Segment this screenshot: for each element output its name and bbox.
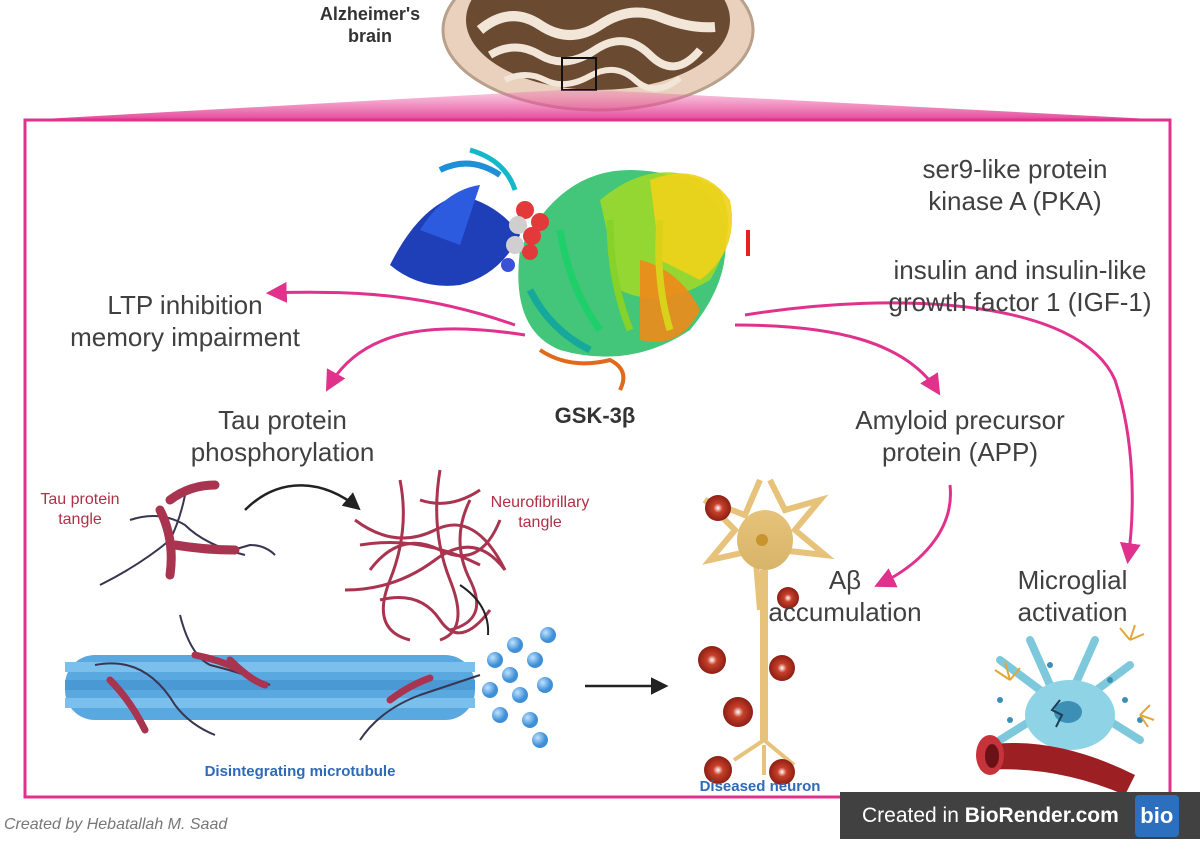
arrow-to-app	[734, 323, 941, 396]
gsk3b-structure	[390, 147, 732, 391]
tau-phosphorylation-label: Tau protein phosphorylation	[160, 405, 405, 468]
arrow-to-microglia	[744, 301, 1141, 565]
tubulin-fragments	[482, 627, 556, 748]
igf-label: insulin and insulin-like growth factor 1…	[862, 255, 1178, 318]
microglia-label: Microglial activation	[990, 565, 1155, 628]
zoom-funnel	[25, 90, 1170, 120]
author-credit: Created by Hebatallah M. Saad	[4, 816, 228, 833]
arrow-to-tau	[325, 327, 526, 392]
biorender-badge-text: Created in BioRender.com	[862, 804, 1119, 828]
neuron-label: Diseased neuron	[699, 778, 821, 795]
igf-label-line2: growth factor 1 (IGF-1)	[888, 286, 1152, 317]
app-label: Amyloid precursor protein (APP)	[825, 405, 1095, 468]
pka-label: ser9-like protein kinase A (PKA)	[880, 154, 1150, 217]
gsk3b-label: GSK-3β	[554, 403, 636, 428]
arrow-to-ltp	[265, 281, 516, 327]
abeta-label: Aβ accumulation	[755, 565, 935, 628]
arrow-to-abeta	[874, 484, 952, 588]
brain-section	[441, 0, 755, 112]
ltp-label-line1: LTP inhibition	[107, 290, 263, 320]
brain-label-line1: Alzheimer's	[319, 4, 421, 24]
main-frame	[23, 118, 1172, 799]
app-label-line1: Amyloid precursor	[855, 405, 1065, 435]
biorender-logo-icon: bio	[1134, 794, 1179, 837]
ltp-label: LTP inhibition memory impairment	[40, 290, 330, 353]
pka-label-line1: ser9-like protein	[922, 154, 1108, 184]
nft-label-line1: Neurofibrillary	[490, 494, 590, 511]
tau-tangle-label-line2: tangle	[58, 510, 102, 528]
brain-label: Alzheimer's brain	[300, 4, 440, 48]
ltp-label-line2: memory impairment	[70, 321, 300, 352]
microglia-label-line1: Microglial	[1017, 565, 1128, 595]
badge-brand: BioRender.com	[964, 803, 1119, 827]
tau-tangle-label-line1: Tau protein	[40, 491, 120, 508]
badge-prefix: Created in	[862, 803, 965, 827]
abeta-label-line1: Aβ	[828, 565, 862, 595]
tau-label-line1: Tau protein	[218, 405, 347, 435]
biorender-badge[interactable]: Created in BioRender.com bio	[840, 792, 1200, 839]
arrow-tau-to-nft	[244, 484, 361, 511]
microtubule-image	[65, 614, 481, 741]
tau-tangle-label: Tau protein tangle	[25, 490, 135, 529]
brain-label-line2: brain	[347, 25, 392, 46]
app-label-line2: protein (APP)	[881, 436, 1039, 467]
tau-label-line2: phosphorylation	[190, 436, 375, 467]
nft-label-line2: tangle	[518, 513, 562, 531]
microtubule-label: Disintegrating microtubule	[204, 763, 396, 780]
nft-label: Neurofibrillary tangle	[470, 493, 610, 532]
pka-label-line2: kinase A (PKA)	[928, 185, 1102, 216]
abeta-label-line2: accumulation	[768, 596, 922, 627]
tau-tangle-image	[99, 480, 276, 586]
igf-label-line1: insulin and insulin-like	[893, 255, 1147, 285]
nft-strand	[459, 584, 490, 636]
microglia-image	[976, 624, 1155, 795]
nft-image	[344, 469, 507, 642]
microglia-label-line2: activation	[1017, 596, 1128, 627]
neuron-image	[698, 478, 835, 785]
